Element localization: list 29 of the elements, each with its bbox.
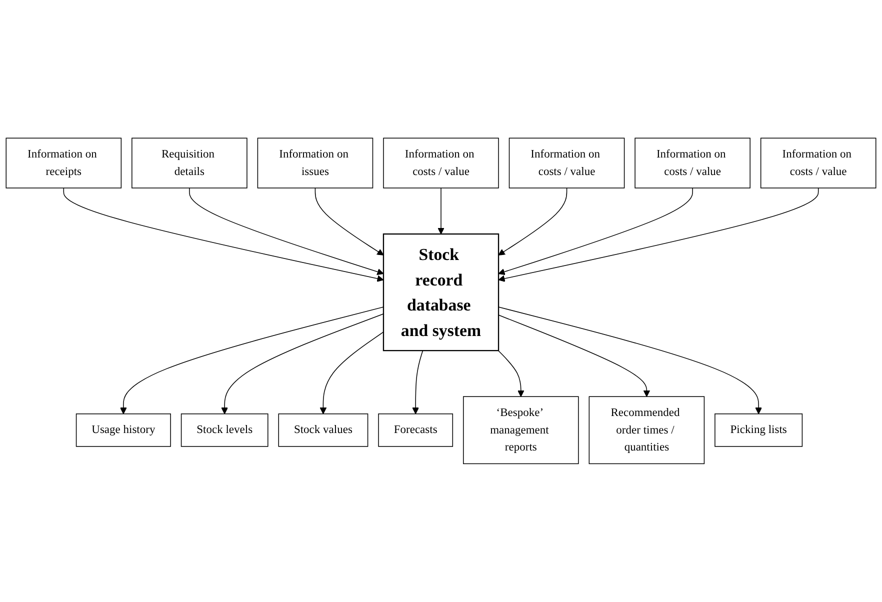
node-box: Stock levels <box>180 414 268 447</box>
node-box: Information on costs / value <box>383 138 499 188</box>
node-box: Requisition details <box>132 138 248 188</box>
node-box: Picking lists <box>714 414 803 447</box>
arrow <box>498 188 568 256</box>
arrow <box>189 188 384 276</box>
node-box: Recommended order times / quantities <box>588 396 705 464</box>
node-box: Information on issues <box>257 138 374 188</box>
arrow <box>120 306 384 414</box>
arrow <box>498 188 819 282</box>
arrow <box>498 314 650 397</box>
arrow <box>320 332 384 414</box>
node-box: Stock record database and system <box>382 234 500 352</box>
node-box: Information on costs / value <box>508 138 625 188</box>
arrow <box>498 350 524 397</box>
node-box: Stock values <box>278 414 368 447</box>
arrow <box>498 188 693 276</box>
arrow <box>314 188 384 256</box>
node-box: Usage history <box>76 414 171 447</box>
arrow <box>498 306 762 414</box>
arrow <box>412 350 424 414</box>
node-box: Forecasts <box>378 414 454 447</box>
node-box: Information on receipts <box>6 138 122 188</box>
node-box: ‘Bespoke’ management reports <box>463 396 579 464</box>
node-box: Information on costs / value <box>760 138 876 188</box>
arrow <box>221 314 384 414</box>
node-box: Information on costs / value <box>634 138 750 188</box>
arrow <box>63 188 384 282</box>
arrow <box>438 188 444 234</box>
